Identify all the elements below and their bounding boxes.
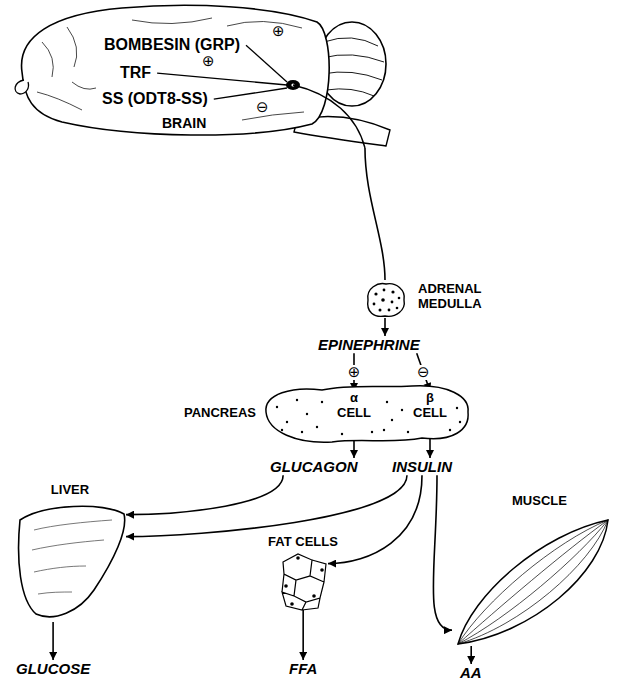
- flow-arrow: [302, 610, 304, 660]
- flow-arrow: [384, 318, 386, 336]
- brain-illustration: BOMBESIN (GRP) TRF SS (ODT8-SS) BRAIN: [12, 2, 394, 148]
- peptide-label: TRF: [120, 64, 151, 82]
- effect-sign: ⊖: [416, 365, 431, 380]
- flow-arrow: [52, 622, 54, 660]
- effect-sign: ⊕: [347, 365, 362, 380]
- flow-arrow: [470, 646, 472, 664]
- flow-arrow: [433, 475, 452, 630]
- adrenal-gland: ADRENAL MEDULLA: [362, 280, 408, 318]
- islet-cell: β CELL: [413, 391, 447, 421]
- peptide-label: SS (ODT8-SS): [102, 90, 208, 108]
- islet-cell: α CELL: [337, 391, 371, 421]
- flow-arrow: [126, 475, 283, 514]
- cell-label: β CELL: [413, 391, 447, 421]
- liver-illustration: LIVER: [14, 500, 126, 622]
- pathway-line: [157, 73, 287, 85]
- muscle-drawing: [452, 514, 612, 646]
- output-label: FFA: [289, 660, 317, 677]
- organ-label: FAT CELLS: [268, 535, 338, 550]
- pathway-line: [214, 88, 287, 99]
- hormone-label: EPINEPHRINE: [318, 336, 420, 353]
- effect-sign: ⊖: [256, 100, 269, 115]
- pancreas-illustration: PANCREASα CELLβ CELL: [262, 382, 472, 444]
- output-label: GLUCOSE: [16, 660, 90, 677]
- organ-label: ADRENAL MEDULLA: [418, 282, 482, 312]
- organ-label: MUSCLE: [512, 494, 567, 509]
- muscle-illustration: MUSCLE: [452, 514, 612, 646]
- flow-arrow: [328, 475, 422, 563]
- hormone-node: INSULIN: [392, 458, 452, 475]
- hormone-node: GLUCAGON: [270, 458, 358, 475]
- output-node: FFA: [289, 660, 317, 677]
- liver-drawing: [14, 500, 126, 622]
- hormone-label: INSULIN: [392, 458, 452, 475]
- fat-cells-illustration: FAT CELLS: [278, 552, 328, 610]
- organ-label: BRAIN: [162, 115, 206, 131]
- output-node: GLUCOSE: [16, 660, 90, 677]
- adrenal-drawing: [362, 280, 408, 318]
- output-label: AA: [460, 664, 482, 681]
- cell-label: α CELL: [337, 391, 371, 421]
- organ-label: PANCREAS: [184, 406, 256, 421]
- output-node: AA: [460, 664, 482, 681]
- hormone-node: EPINEPHRINE: [318, 336, 420, 353]
- flow-arrow: [126, 475, 407, 536]
- nerve-fiber: [365, 148, 385, 280]
- fat-drawing: [278, 552, 328, 610]
- peptide-label: BOMBESIN (GRP): [104, 36, 240, 54]
- effect-sign: ⊕: [272, 24, 285, 39]
- hormone-label: GLUCAGON: [270, 458, 358, 475]
- effect-sign: ⊕: [202, 54, 215, 69]
- pathway-line: [246, 45, 287, 82]
- organ-label: LIVER: [51, 483, 89, 498]
